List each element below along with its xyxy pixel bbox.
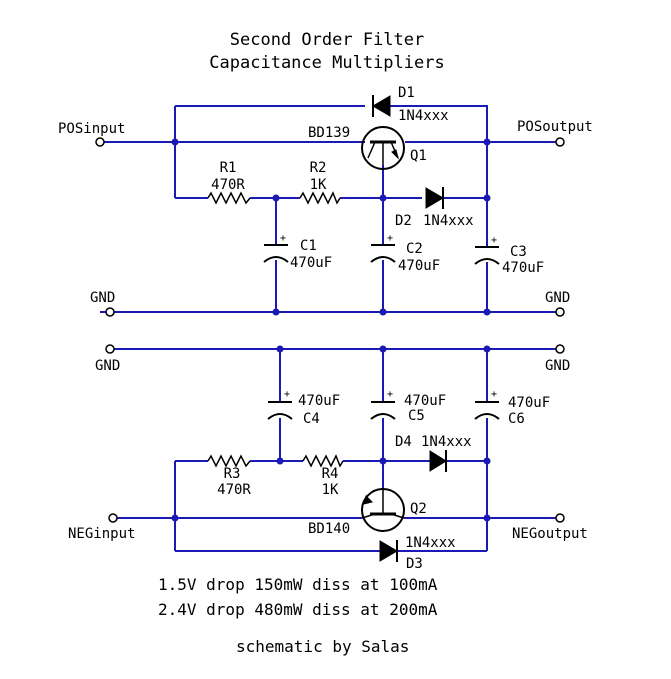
gnd-label: GND	[545, 358, 570, 374]
q2-ref: Q2	[410, 501, 427, 517]
junction-dot	[483, 457, 491, 465]
svg-text:+: +	[387, 233, 393, 244]
transistor-q2: Q2 BD140	[308, 488, 427, 537]
junction-dot	[272, 308, 280, 316]
junction-dot	[379, 308, 387, 316]
r2-ref: R2	[310, 160, 327, 176]
c2-value: 470uF	[398, 258, 440, 274]
r4-ref: R4	[322, 466, 339, 482]
d3-value: 1N4xxx	[405, 535, 456, 551]
capacitor-c1: + C1 470uF	[263, 233, 332, 271]
d2-ref: D2	[395, 213, 412, 229]
pos-input-label: POSinput	[58, 121, 125, 137]
d4-value: 1N4xxx	[421, 434, 472, 450]
neg-output-terminal	[555, 513, 565, 523]
c1-value: 470uF	[290, 255, 332, 271]
svg-text:+: +	[280, 233, 286, 244]
d1-ref: D1	[398, 85, 415, 101]
title-line-2: Capacitance Multipliers	[209, 53, 444, 73]
junction-dot	[379, 457, 387, 465]
gnd-terminal	[555, 307, 565, 317]
gnd-label: GND	[95, 358, 120, 374]
diode-d3: 1N4xxx D3	[379, 535, 456, 572]
resistor-r3: R3 470R	[207, 454, 251, 498]
junction-dot	[276, 457, 284, 465]
junction-dot	[379, 345, 387, 353]
junction-dot	[483, 194, 491, 202]
c6-value: 470uF	[508, 395, 550, 411]
d2-value: 1N4xxx	[423, 213, 474, 229]
diode-d2: D2 1N4xxx	[395, 187, 474, 229]
diode-d4: D4 1N4xxx	[395, 434, 472, 472]
capacitor-c4: + 470uF C4	[267, 389, 340, 427]
gnd-label: GND	[545, 290, 570, 306]
positive-section: POSinput POSoutput GND GND D1 1N4xxx BD1…	[58, 85, 593, 317]
junction-dot	[483, 138, 491, 146]
q1-ref: Q1	[410, 148, 427, 164]
c5-ref: C5	[408, 408, 425, 424]
c4-value: 470uF	[298, 393, 340, 409]
r1-ref: R1	[220, 160, 237, 176]
c5-value: 470uF	[404, 393, 446, 409]
junction-dot	[483, 345, 491, 353]
q2-value: BD140	[308, 521, 350, 537]
svg-text:+: +	[284, 389, 290, 400]
r3-value: 470R	[217, 482, 251, 498]
title-line-1: Second Order Filter	[230, 30, 424, 50]
c3-ref: C3	[510, 244, 527, 260]
gnd-terminal	[105, 344, 115, 354]
c3-value: 470uF	[502, 260, 544, 276]
c2-ref: C2	[406, 241, 423, 257]
neg-output-label: NEGoutput	[512, 526, 588, 542]
c6-ref: C6	[508, 411, 525, 427]
r1-value: 470R	[211, 177, 245, 193]
junction-dot	[276, 345, 284, 353]
resistor-r2: R2 1K	[299, 160, 341, 205]
credit: schematic by Salas	[236, 637, 409, 656]
capacitor-c3: + C3 470uF	[474, 235, 544, 276]
svg-text:+: +	[491, 235, 497, 246]
gnd-terminal	[555, 344, 565, 354]
svg-text:+: +	[387, 389, 393, 400]
note-line-2: 2.4V drop 480mW diss at 200mA	[158, 600, 438, 619]
c4-ref: C4	[303, 411, 320, 427]
r2-value: 1K	[310, 177, 327, 193]
resistor-r4: R4 1K	[302, 454, 344, 498]
junction-dot	[379, 194, 387, 202]
capacitor-c2: + C2 470uF	[370, 233, 440, 274]
junction-dot	[171, 514, 179, 522]
pos-output-label: POSoutput	[517, 119, 593, 135]
resistor-r1: R1 470R	[207, 160, 251, 205]
pos-output-terminal	[555, 137, 565, 147]
diode-d1: D1 1N4xxx	[372, 85, 449, 124]
r3-ref: R3	[224, 466, 241, 482]
note-line-1: 1.5V drop 150mW diss at 100mA	[158, 575, 438, 594]
negative-section: GND GND NEGinput NEGoutput + 470uF C4 + …	[68, 344, 588, 572]
capacitor-c6: + 470uF C6	[474, 389, 550, 427]
c1-ref: C1	[300, 238, 317, 254]
neg-input-label: NEGinput	[68, 526, 135, 542]
q1-value: BD139	[308, 125, 350, 141]
neg-input-terminal	[108, 513, 118, 523]
d1-value: 1N4xxx	[398, 108, 449, 124]
transistor-q1: BD139 Q1	[308, 125, 427, 170]
junction-dot	[483, 514, 491, 522]
d4-ref: D4	[395, 434, 412, 450]
svg-text:+: +	[491, 389, 497, 400]
gnd-label: GND	[90, 290, 115, 306]
r4-value: 1K	[322, 482, 339, 498]
pos-input-terminal	[95, 137, 105, 147]
capacitor-c5: + 470uF C5	[370, 389, 446, 424]
d3-ref: D3	[406, 556, 423, 572]
junction-dot	[272, 194, 280, 202]
junction-dot	[171, 138, 179, 146]
gnd-terminal	[105, 307, 115, 317]
junction-dot	[483, 308, 491, 316]
